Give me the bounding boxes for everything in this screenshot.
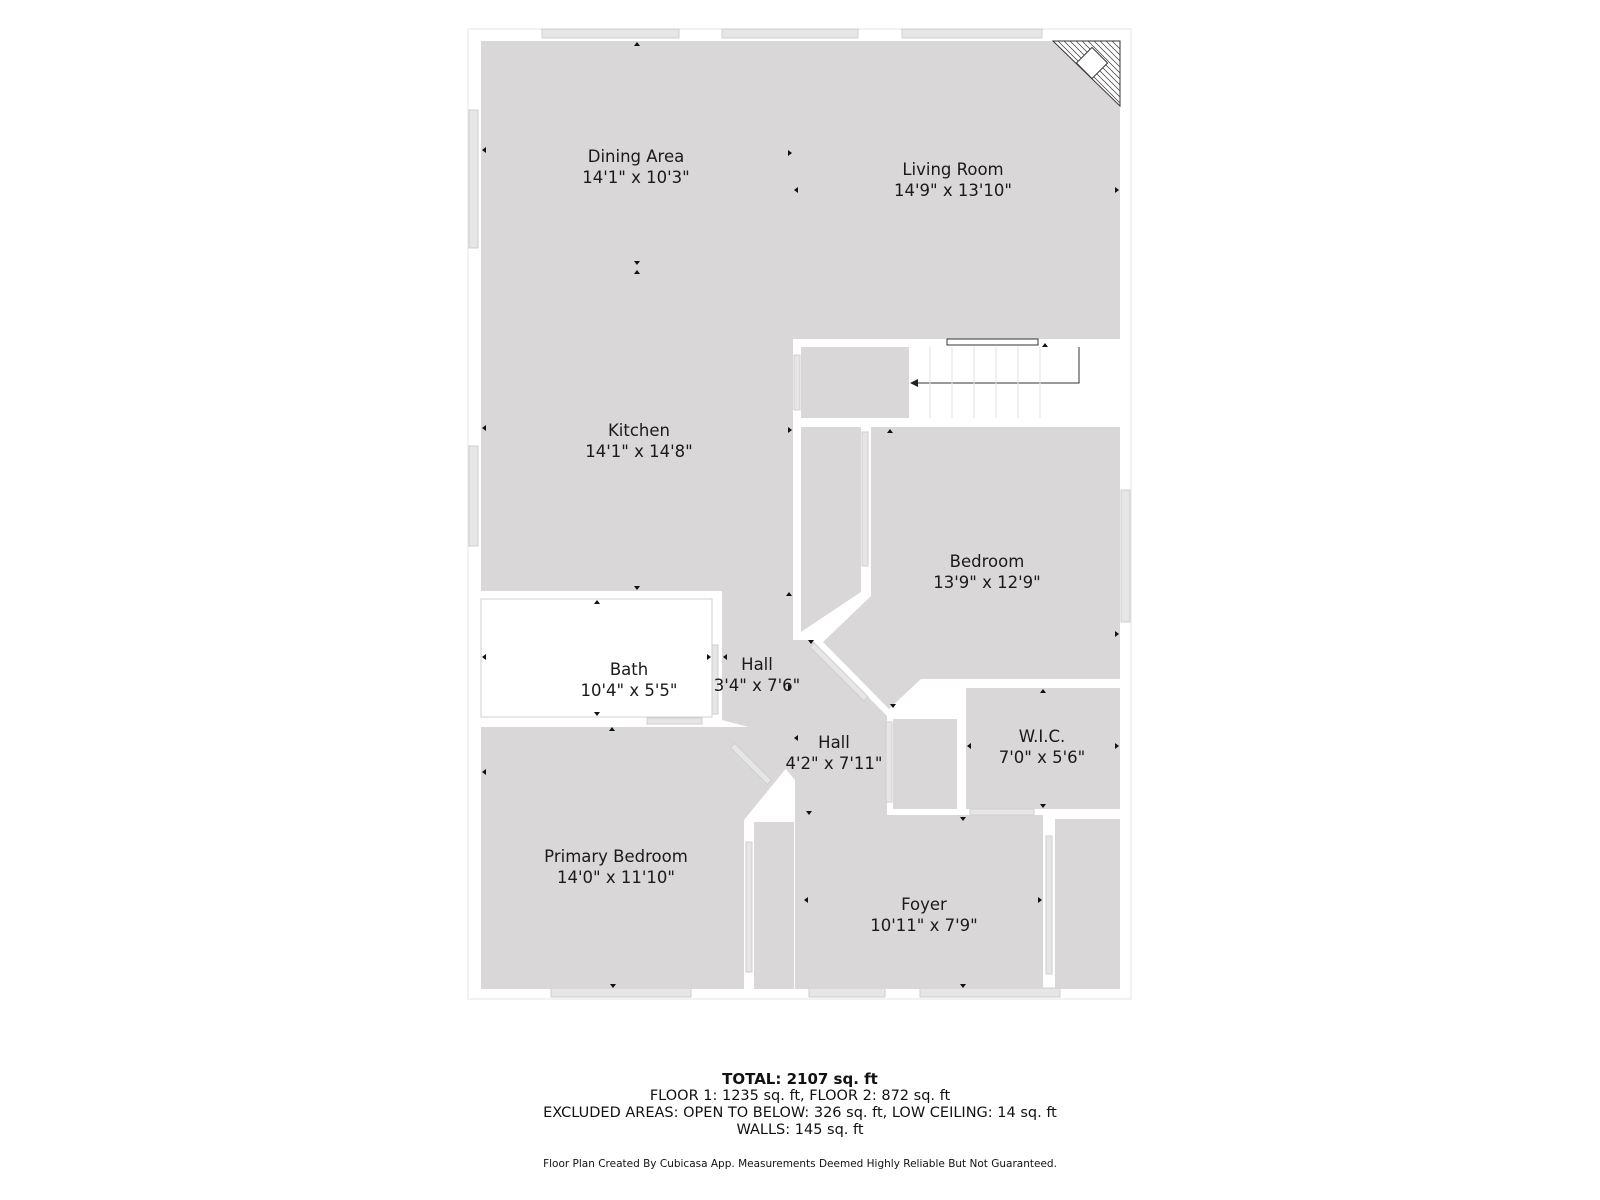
room-label-foyer: Foyer 10'11" x 7'9" xyxy=(870,894,978,936)
room-label-hall-lower: Hall 4'2" x 7'11" xyxy=(786,732,883,774)
room-label-bedroom: Bedroom 13'9" x 12'9" xyxy=(933,551,1041,593)
closet-door xyxy=(793,354,801,411)
room-label-dining-area: Dining Area 14'1" x 10'3" xyxy=(582,146,690,188)
room-label-wic: W.I.C. 7'0" x 5'6" xyxy=(999,726,1086,768)
dimension-markers xyxy=(482,42,1119,988)
window xyxy=(808,987,886,998)
room-dimensions: 14'1" x 14'8" xyxy=(585,442,693,461)
excluded-areas: EXCLUDED AREAS: OPEN TO BELOW: 326 sq. f… xyxy=(543,1105,1057,1121)
closet-door xyxy=(745,841,753,973)
window xyxy=(541,28,680,39)
room-label-living-room: Living Room 14'9" x 13'10" xyxy=(894,159,1012,201)
stair-arrow-head xyxy=(910,379,918,387)
wic-door xyxy=(969,808,1035,816)
bedroom-floor xyxy=(823,427,1120,709)
room-dimensions: 10'11" x 7'9" xyxy=(870,916,978,935)
bedroom-closet-floor xyxy=(801,427,861,632)
door-swing xyxy=(809,642,869,702)
room-name: Living Room xyxy=(902,160,1004,179)
window xyxy=(901,28,1043,39)
bath-door xyxy=(711,644,719,715)
stair-railing xyxy=(946,338,1039,346)
stair-arrow-line xyxy=(915,347,1080,384)
window xyxy=(468,109,479,249)
area-summary: TOTAL: 2107 sq. ft FLOOR 1: 1235 sq. ft,… xyxy=(0,1071,1600,1139)
stair-closet-floor xyxy=(801,347,909,418)
fireplace-hearth xyxy=(1075,46,1109,80)
great-room-floor xyxy=(481,41,1120,640)
bath-door xyxy=(646,717,703,725)
window xyxy=(919,987,1061,998)
room-dimensions: 10'4" x 5'5" xyxy=(580,681,678,700)
total-area: TOTAL: 2107 sq. ft xyxy=(722,1070,878,1088)
hall-floor xyxy=(722,640,1043,989)
room-label-bath: Bath 10'4" x 5'5" xyxy=(581,659,678,701)
room-name: Hall xyxy=(741,655,773,674)
foyer-floor xyxy=(803,820,1043,989)
room-dimensions: 4'2" x 7'11" xyxy=(785,754,883,773)
room-label-primary-bedroom: Primary Bedroom 14'0" x 11'10" xyxy=(544,846,688,888)
window xyxy=(468,445,479,547)
primary-closet-floor xyxy=(754,822,794,989)
room-name: Dining Area xyxy=(587,147,685,166)
room-name: Bath xyxy=(609,660,649,679)
room-name: Foyer xyxy=(901,895,947,914)
room-dimensions: 3'4" x 7'6" xyxy=(713,676,801,695)
wall-area: WALLS: 145 sq. ft xyxy=(736,1122,864,1138)
primary-bedroom-floor xyxy=(481,727,788,989)
window xyxy=(550,987,692,998)
room-dimensions: 14'1" x 10'3" xyxy=(582,168,690,187)
wic-floor xyxy=(966,688,1120,809)
room-label-kitchen: Kitchen 14'1" x 14'8" xyxy=(585,420,693,462)
door-swing xyxy=(729,742,773,786)
windows xyxy=(468,28,1131,998)
closet-door xyxy=(1045,835,1053,975)
room-dimensions: 14'0" x 11'10" xyxy=(556,868,675,887)
room-dimensions: 13'9" x 12'9" xyxy=(933,573,1041,592)
credit-note: Floor Plan Created By Cubicasa App. Meas… xyxy=(543,1158,1057,1170)
room-dimensions: 7'0" x 5'6" xyxy=(998,748,1086,767)
room-name: Hall xyxy=(818,733,850,752)
room-name: Kitchen xyxy=(607,421,670,440)
room-dimensions: 14'9" x 13'10" xyxy=(894,181,1012,200)
room-name: W.I.C. xyxy=(1018,727,1066,746)
linen-closet-floor xyxy=(893,719,957,809)
window xyxy=(721,28,859,39)
room-name: Primary Bedroom xyxy=(544,847,688,866)
window xyxy=(1120,489,1131,623)
closet-door xyxy=(861,431,869,567)
stair-treads xyxy=(929,347,1041,418)
closet-door xyxy=(885,721,893,803)
room-name: Bedroom xyxy=(949,552,1025,571)
coat-closet-floor xyxy=(1055,819,1120,989)
room-label-hall-upper: Hall 3'4" x 7'6" xyxy=(714,654,801,696)
floor-areas: FLOOR 1: 1235 sq. ft, FLOOR 2: 872 sq. f… xyxy=(649,1088,951,1104)
